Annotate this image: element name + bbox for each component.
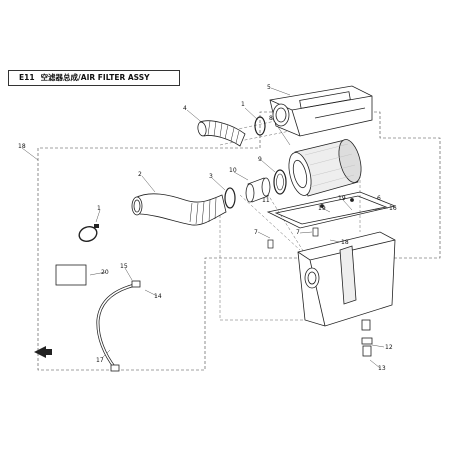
hose-clamp-middle — [224, 187, 236, 209]
drain-valve — [361, 337, 373, 357]
callout-4: 4 — [183, 105, 187, 112]
diagram-title-box: E11 空滤器总成/AIR FILTER ASSY — [8, 70, 180, 86]
callout-1-upper: 1 — [241, 101, 245, 108]
callout-3: 3 — [209, 173, 213, 180]
callout-17: 17 — [96, 357, 104, 364]
callout-18: 18 — [18, 143, 26, 150]
air-filter-element — [288, 139, 362, 197]
callout-1-lower: 1 — [97, 205, 101, 212]
breather-hose — [96, 280, 141, 372]
diagram-title: 空滤器总成/AIR FILTER ASSY — [40, 73, 150, 82]
callout-14: 14 — [154, 293, 162, 300]
callout-10: 10 — [229, 167, 237, 174]
warning-label — [55, 264, 87, 286]
air-box-cover — [269, 85, 373, 137]
callout-11: 11 — [262, 197, 270, 204]
callout-15: 15 — [120, 263, 128, 270]
callout-16: 16 — [389, 205, 397, 212]
callout-19-a: 19 — [338, 195, 346, 202]
diagram-code: E11 — [19, 73, 35, 82]
assembly-group-boundary — [37, 111, 441, 371]
lower-air-box — [297, 231, 396, 331]
callout-19-b: 19 — [318, 205, 326, 212]
callout-5: 5 — [267, 84, 271, 91]
air-box-gasket — [266, 191, 397, 229]
hose-clamp-upper — [254, 116, 266, 136]
callout-9: 9 — [258, 156, 262, 163]
callout-7-b: 7 — [296, 229, 300, 236]
callout-6: 6 — [377, 195, 381, 202]
callout-2: 2 — [138, 171, 142, 178]
hose-clamp-lower — [78, 226, 98, 242]
callout-20: 20 — [101, 269, 109, 276]
seal-ring-inner — [276, 173, 284, 191]
callout-18-lower: 18 — [341, 239, 349, 246]
callout-13: 13 — [378, 365, 386, 372]
seal-ring — [273, 169, 287, 195]
callout-8: 8 — [269, 115, 273, 122]
intake-coupler — [245, 177, 271, 203]
callout-7-a: 7 — [254, 229, 258, 236]
clamp-screw — [94, 224, 99, 228]
front-direction-arrow-icon — [34, 346, 52, 358]
mounting-bolts — [267, 227, 319, 249]
callout-12: 12 — [385, 344, 393, 351]
bellows-duct — [197, 120, 246, 147]
intake-hose — [131, 193, 227, 226]
